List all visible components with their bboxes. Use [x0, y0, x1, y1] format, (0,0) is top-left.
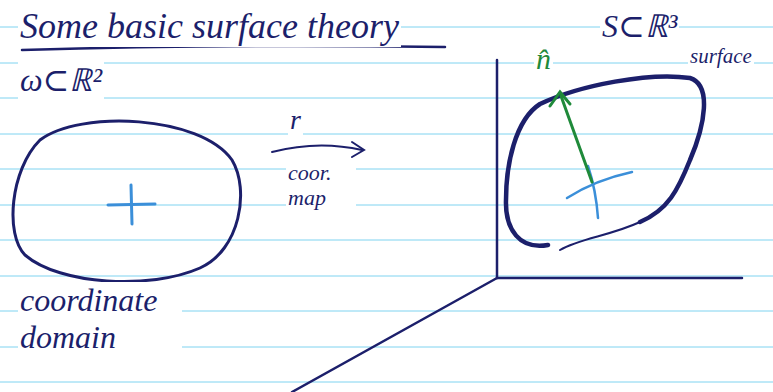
surface-outline	[506, 77, 704, 246]
map-arrowhead	[352, 142, 364, 157]
normal-vector	[550, 92, 592, 182]
domain-point	[108, 185, 155, 224]
map-name: r	[288, 104, 303, 136]
domain-label: coordinate domain	[18, 282, 182, 356]
map-arrow	[272, 145, 362, 152]
surface-label: surface	[688, 44, 754, 68]
note-title: Some basic surface theory	[18, 6, 401, 47]
coordinate-domain-outline	[13, 121, 241, 281]
ruled-lines	[0, 27, 773, 382]
normal-label: n̂	[534, 42, 553, 77]
axes	[292, 60, 742, 392]
surface-symbol: S⊂ℝ³	[600, 8, 679, 45]
surface-coordinate-curves	[567, 166, 632, 218]
map-label: coor. map	[286, 160, 356, 211]
surface-outline-thin	[560, 222, 640, 250]
domain-symbol: ω⊂ℝ²	[18, 62, 104, 99]
